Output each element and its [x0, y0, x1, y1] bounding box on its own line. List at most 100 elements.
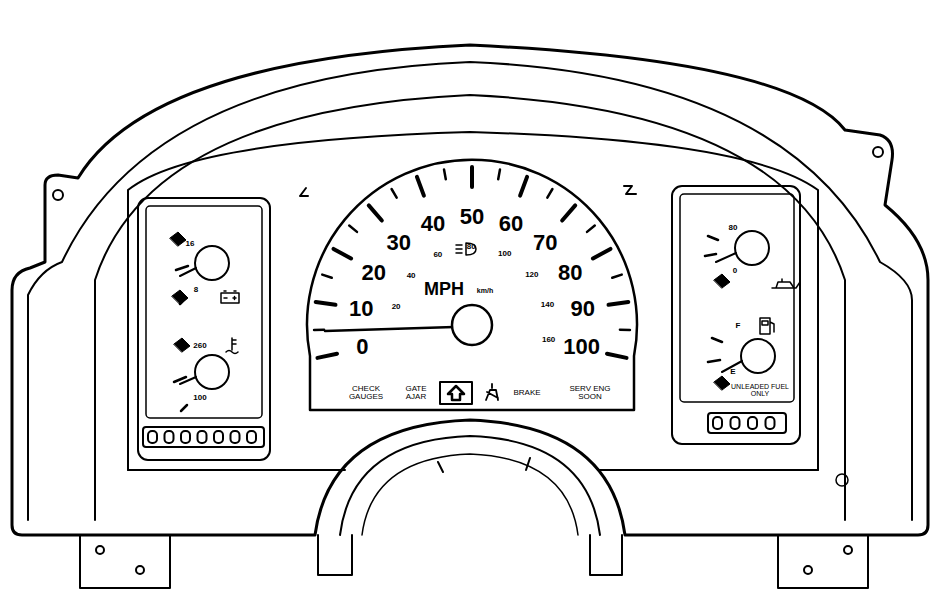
mount-tab: [778, 535, 868, 588]
speedometer-tick: [498, 169, 500, 179]
mph-number: 90: [571, 298, 595, 321]
odometer-wheel: [198, 431, 207, 443]
kmh-number: 160: [542, 335, 555, 343]
speedometer-tick: [520, 177, 527, 196]
kmh-number: 80: [467, 243, 476, 251]
mount-hole: [804, 566, 812, 574]
speedometer-tick: [593, 249, 611, 259]
odometer-wheel: [148, 431, 157, 443]
mph-number: 0: [356, 336, 368, 359]
mph-number: 60: [499, 212, 523, 235]
gauge-panel: [680, 194, 794, 402]
speedometer-tick: [547, 189, 552, 198]
gauge-needle: [180, 268, 196, 384]
mph-number: 40: [421, 212, 445, 235]
fuel-notice: UNLEADED FUEL ONLY: [729, 383, 791, 398]
turn-signal-arrow: [300, 188, 308, 196]
range-marker: [170, 232, 190, 352]
mph-number: 80: [558, 261, 582, 284]
gauge-tick: [705, 236, 722, 362]
speedometer-tick: [620, 328, 630, 331]
trip-odometer: [708, 413, 786, 433]
bezel-line: [28, 62, 912, 520]
mount-tab: [590, 535, 622, 575]
gauge-pod: [672, 186, 800, 444]
gauge-hub: [741, 339, 775, 373]
speedometer-tick: [612, 275, 621, 278]
needle-hub: [452, 305, 492, 345]
gauge-letter: F: [736, 322, 741, 330]
mount-hole: [53, 190, 63, 200]
face-bottom: [128, 469, 818, 471]
speedometer-tick: [470, 167, 474, 187]
odometer: [143, 427, 264, 447]
unit-label: MPH: [424, 280, 464, 299]
speedometer-tick: [317, 354, 337, 358]
upshift-arrow: [448, 386, 464, 400]
mph-number: 10: [349, 298, 373, 321]
kmh-number: 40: [407, 272, 416, 280]
mount-hole: [836, 474, 848, 486]
kmh-number: 120: [525, 271, 538, 279]
speedometer-needle: [325, 327, 454, 331]
speedometer-tick: [314, 328, 324, 331]
turn-signal-arrow: [624, 186, 636, 194]
unit-label: km/h: [477, 287, 493, 294]
kmh-number: 60: [433, 251, 442, 259]
speedometer-tick: [562, 205, 575, 220]
gauge-panel: [146, 206, 262, 418]
odometer-wheel: [766, 417, 775, 429]
speedometer-tick: [349, 226, 357, 232]
mph-number: 100: [563, 336, 600, 359]
gauge-hub: [195, 246, 229, 280]
housing-outline: [12, 45, 928, 535]
gauge-number: 80: [729, 224, 738, 232]
speedometer-tick: [607, 354, 627, 358]
gauge-hub: [735, 231, 769, 265]
gauge-needle: [716, 253, 742, 372]
kmh-number: 100: [498, 250, 511, 258]
odometer-wheel: [165, 431, 174, 443]
odometer-wheel: [713, 417, 722, 429]
fuel-pump-icon: [760, 318, 774, 334]
face-outline: [128, 132, 818, 470]
kmh-number: 140: [541, 301, 554, 309]
mount-tab: [318, 535, 352, 575]
mph-number: 70: [533, 232, 557, 255]
bezel-line: [95, 95, 845, 520]
column-mark: [438, 458, 530, 472]
mount-hole: [136, 566, 144, 574]
speedometer-tick: [392, 189, 397, 198]
oil-can-icon: [772, 279, 800, 288]
upshift-indicator: [440, 382, 472, 404]
mph-number: 30: [387, 232, 411, 255]
temperature-icon: [226, 338, 238, 354]
gauge-hub: [195, 355, 229, 389]
range-marker: [714, 274, 730, 390]
odometer-wheel: [214, 431, 223, 443]
odometer-wheel: [731, 417, 740, 429]
speedometer-tick: [609, 302, 629, 305]
warning-lamp-text: BRAKE: [513, 389, 540, 397]
battery-icon: [221, 291, 239, 303]
seatbelt-icon: [486, 384, 498, 400]
speedometer-ticks: [314, 167, 630, 358]
warning-lamp-text: CHECK GAUGES: [343, 385, 389, 402]
odometer-wheel: [748, 417, 757, 429]
gauge-letter: E: [730, 368, 735, 376]
mount-hole: [844, 546, 852, 554]
speedometer-tick: [316, 302, 336, 305]
speedometer-tick: [417, 177, 424, 196]
speedometer-dial: [307, 160, 637, 410]
gauge-pod: [138, 198, 270, 460]
column-arch: [362, 454, 578, 535]
speedometer-tick: [444, 169, 446, 179]
odometer-wheel: [181, 431, 190, 443]
odometer-wheels: [148, 417, 775, 443]
gauge-number: 16: [186, 240, 195, 248]
gauge-number: 100: [193, 394, 206, 402]
warning-lamp-text: SERV ENG SOON: [565, 385, 615, 402]
gauge-number: 0: [733, 267, 737, 275]
